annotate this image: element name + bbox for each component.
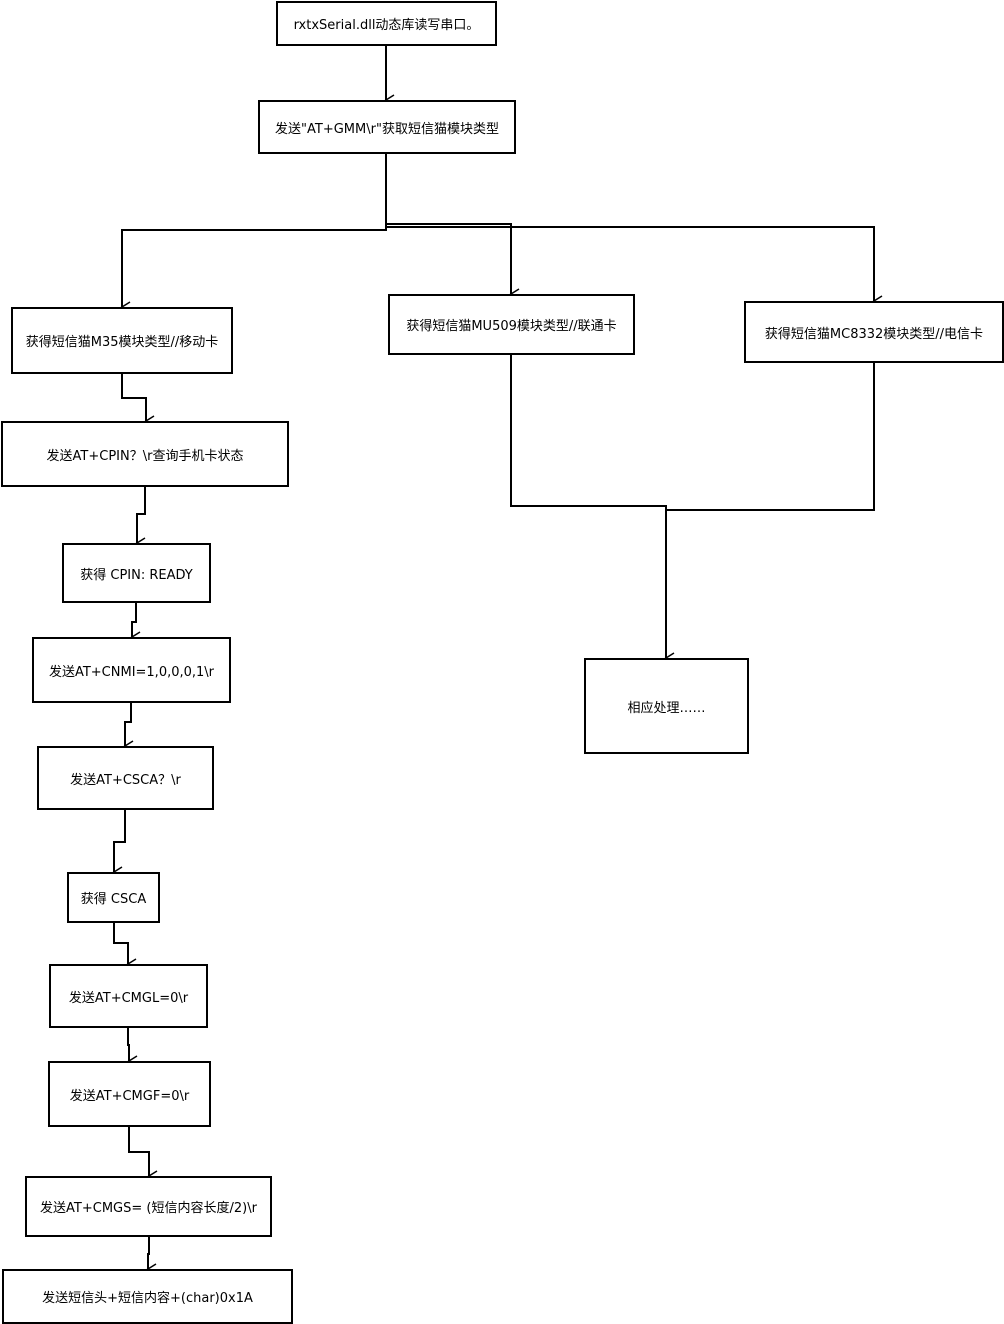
edge-gmm-to-mc8332 [386, 226, 883, 307]
edge-cpin-send-to-cpin-ready [135, 487, 146, 549]
node-cnmi: 发送AT+CNMI=1,0,0,0,1\r [32, 637, 231, 703]
node-gmm: 发送"AT+GMM\r"获取短信猫模块类型 [258, 100, 516, 154]
node-cpin-send: 发送AT+CPIN？\r查询手机卡状态 [1, 421, 289, 487]
edge-cmgs-to-send-content [146, 1237, 157, 1275]
edge-cmgf-to-cmgs [128, 1127, 158, 1182]
node-process: 相应处理…… [584, 658, 749, 754]
edge-mc8332-to-process [666, 363, 875, 511]
edge-cnmi-to-csca-send [123, 703, 134, 752]
node-csca-send: 发送AT+CSCA？\r [37, 746, 214, 810]
node-send-content: 发送短信头+短信内容+(char)0x1A [2, 1269, 293, 1324]
edge-csca-get-to-cmgl [113, 923, 137, 970]
node-cpin-ready: 获得 CPIN: READY [62, 543, 211, 603]
node-start: rxtxSerial.dll动态库读写串口。 [276, 1, 497, 46]
node-mc8332: 获得短信猫MC8332模块类型//电信卡 [744, 301, 1004, 363]
node-csca-get: 获得 CSCA [67, 872, 160, 923]
edge-mu509-to-process [510, 355, 675, 664]
edge-gmm-to-mu509 [386, 223, 520, 300]
edge-cmgl-to-cmgf [127, 1028, 138, 1067]
node-cmgs: 发送AT+CMGS= (短信内容长度/2)\r [25, 1176, 272, 1237]
edge-cpin-ready-to-cnmi [130, 603, 141, 643]
edge-m35-to-cpin-send [121, 374, 155, 427]
edge-csca-send-to-csca-get [112, 810, 126, 878]
edge-gmm-to-m35 [120, 154, 387, 313]
node-cmgf: 发送AT+CMGF=0\r [48, 1061, 211, 1127]
node-mu509: 获得短信猫MU509模块类型//联通卡 [388, 294, 635, 355]
node-cmgl: 发送AT+CMGL=0\r [49, 964, 208, 1028]
node-m35: 获得短信猫M35模块类型//移动卡 [11, 307, 233, 374]
